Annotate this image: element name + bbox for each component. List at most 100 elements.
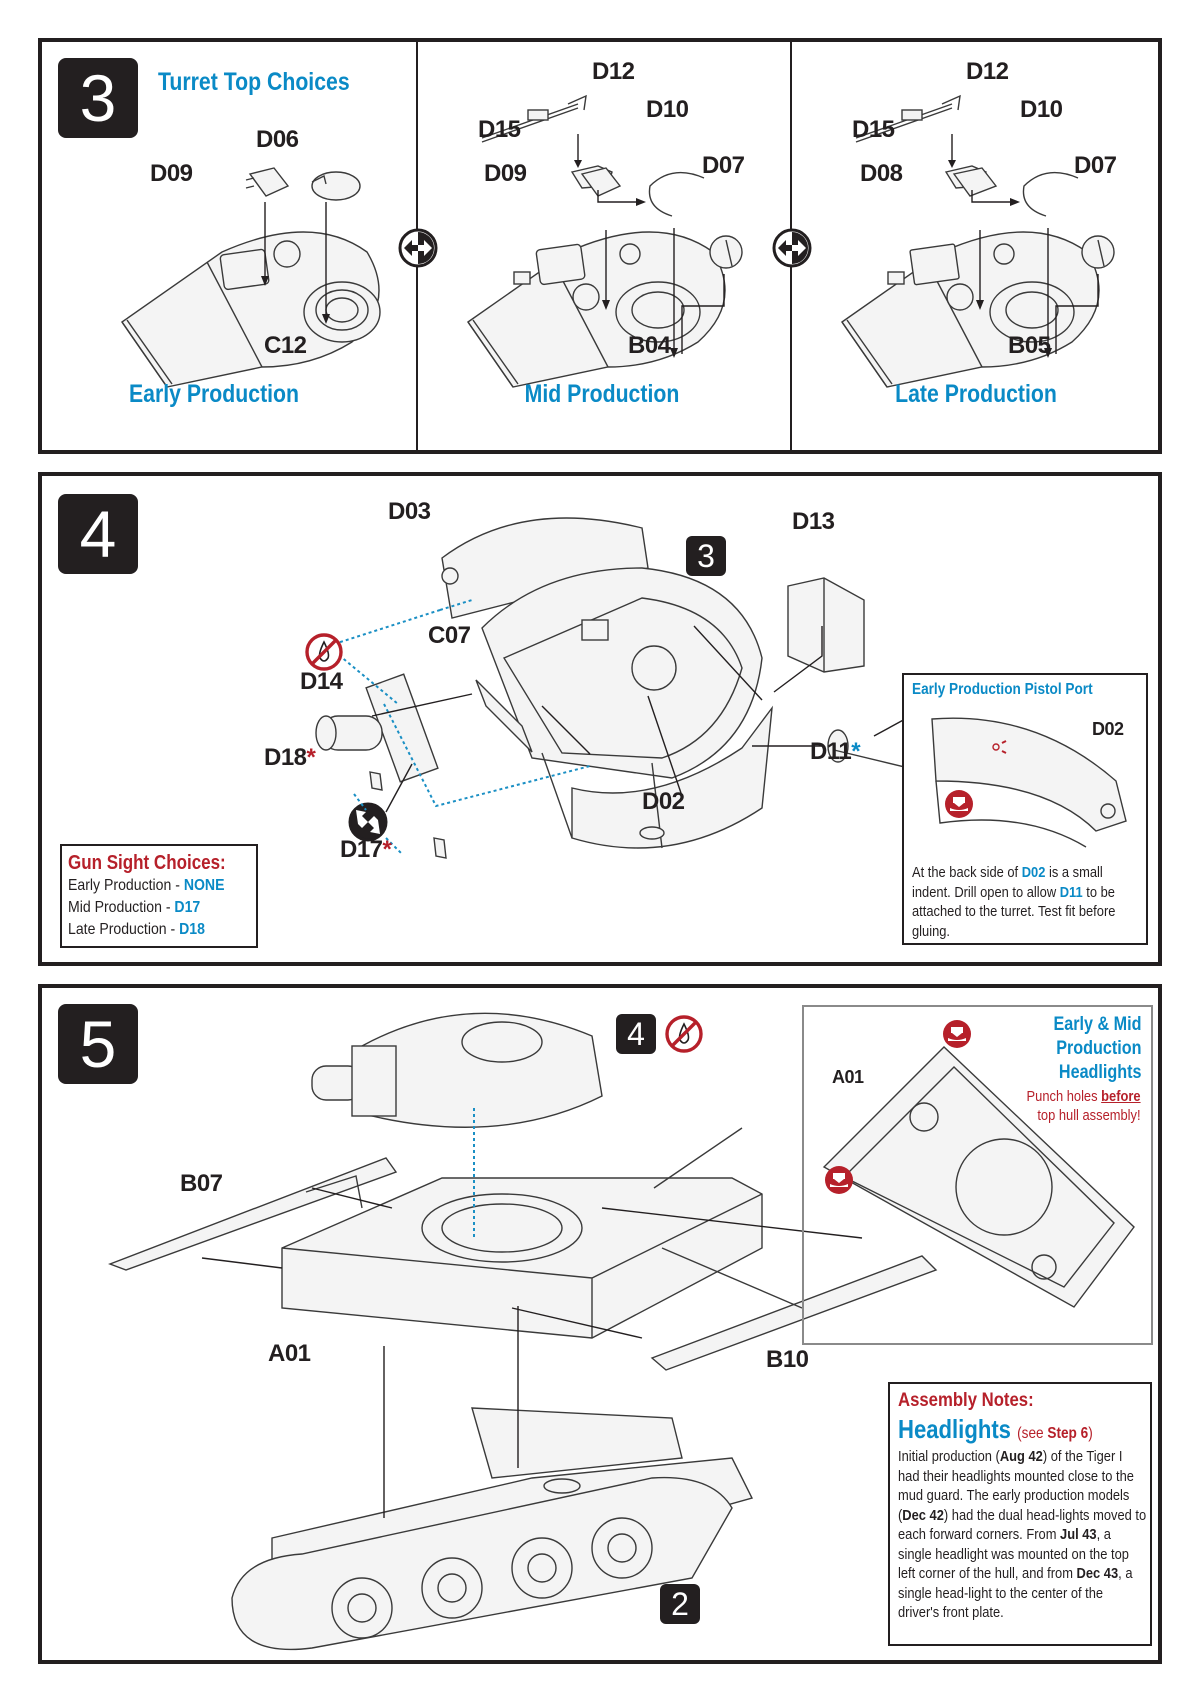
part-label-d03: D03	[388, 498, 431, 525]
step-reference-number: 2	[671, 1585, 689, 1622]
part-b07-drawing	[108, 1157, 398, 1271]
part-d14-mantlet-drawing	[315, 673, 439, 783]
step-number: 4	[79, 497, 117, 571]
headlights-inset-title: Early & Mid Production Headlights	[1053, 1013, 1141, 1085]
title-line: Early & Mid	[1053, 1014, 1141, 1035]
date-emph: Dec 43	[1076, 1565, 1119, 1582]
step-number-badge: 5	[58, 1004, 138, 1084]
step-reference-badge: 2	[660, 1584, 700, 1624]
part-label-d12: D12	[966, 58, 1009, 85]
option-subtitle-late: Late Production	[895, 380, 1057, 408]
text-run: )	[1088, 1425, 1093, 1442]
either-or-icon	[348, 802, 388, 842]
part-label-d09: D09	[484, 160, 527, 187]
see-step-ref: (see Step 6)	[1017, 1425, 1093, 1442]
part-label-d10: D10	[646, 96, 689, 123]
part-label-b05: B05	[1008, 332, 1051, 359]
part-label-d02: D02	[642, 788, 685, 815]
part-d07-drawing	[1081, 235, 1115, 269]
line-label: Mid Production -	[68, 899, 175, 916]
part-code: D11	[810, 738, 852, 765]
top-hull-drawing	[281, 1177, 763, 1339]
part-code: D17	[340, 836, 383, 863]
text-run: , a single headlight was mounted on the …	[898, 1526, 1129, 1582]
part-label-c12: C12	[264, 332, 307, 359]
turret-assembly-drawing	[441, 517, 773, 849]
turret-top-c12-drawing	[121, 231, 381, 388]
line-value: D17	[174, 899, 201, 916]
part-d13-drawing	[787, 577, 865, 673]
part-d12-mg-drawing	[481, 94, 587, 143]
assembly-notes-box: Assembly Notes: Headlights (see Step 6) …	[888, 1382, 1152, 1646]
a01-underside-drawing	[822, 1046, 1135, 1308]
part-label-d06: D06	[256, 126, 299, 153]
step-reference-number: 4	[627, 1015, 645, 1052]
assembly-arrows	[261, 202, 330, 324]
step-4-panel: 4 3	[38, 472, 1162, 966]
heading-text: Headlights	[898, 1414, 1011, 1444]
part-b10-drawing	[650, 1255, 938, 1371]
step-number: 3	[79, 61, 117, 135]
part-label-d18: D18*	[264, 744, 316, 772]
part-label-d08: D08	[860, 160, 903, 187]
part-c07-drawing	[475, 679, 533, 753]
part-d09-drawing	[580, 167, 622, 197]
text-run: to be attached to the turret. Test fit b…	[912, 883, 1116, 940]
part-label-b10: B10	[766, 1346, 809, 1373]
emphasis: before	[1101, 1088, 1141, 1105]
drill-icon	[943, 1020, 971, 1048]
assembly-arrows	[948, 134, 1099, 358]
part-ref: D02	[1021, 864, 1046, 881]
part-d06-drawing	[311, 171, 361, 201]
part-code: D18	[264, 744, 307, 771]
part-label-d15: D15	[478, 116, 521, 143]
notes-body: Initial production (Aug 42) of the Tiger…	[898, 1447, 1147, 1623]
part-label-a01: A01	[268, 1340, 311, 1367]
line-label: Late Production -	[68, 921, 180, 938]
line-label: Early Production -	[68, 877, 184, 894]
part-label-d15: D15	[852, 116, 895, 143]
step-3-panel: 3 Turret Top Choices	[38, 38, 1162, 454]
part-ref: D11	[1059, 883, 1083, 901]
part-d02-detail-drawing	[931, 717, 1127, 848]
part-d18-drawing	[369, 771, 383, 791]
part-label-d09: D09	[150, 160, 193, 187]
notes-heading: Headlights (see Step 6)	[898, 1414, 1105, 1445]
assembly-arrows	[574, 134, 725, 358]
part-d10-drawing	[648, 171, 705, 217]
step-number: 5	[79, 1007, 117, 1081]
asterisk-mark: *	[851, 738, 861, 765]
part-d17-drawing	[433, 837, 447, 859]
text-run: Initial production (	[898, 1448, 1000, 1465]
part-label-d17: D17*	[340, 836, 392, 864]
part-d09-drawing	[245, 167, 290, 197]
text-run: (see	[1017, 1425, 1048, 1442]
date-emph: Aug 42	[999, 1448, 1043, 1465]
title-line: Headlights	[1058, 1062, 1141, 1083]
text-run: is a small indent. Drill open to allow	[912, 864, 1103, 901]
part-d10-drawing	[1022, 171, 1079, 217]
drill-icon	[945, 790, 973, 818]
step-reference-number: 3	[697, 537, 715, 574]
headlights-warning: Punch holes before top hull assembly!	[1027, 1087, 1141, 1125]
turret-drawing	[311, 1012, 603, 1128]
title-line: Production	[1055, 1038, 1141, 1059]
part-label-d12: D12	[592, 58, 635, 85]
part-label-d07: D07	[702, 152, 745, 179]
gun-sight-choices-box: Gun Sight Choices: Early Production - NO…	[60, 844, 258, 948]
part-label-d07: D07	[1074, 152, 1117, 179]
part-label-d13: D13	[792, 508, 835, 535]
pistol-port-inset: Early Production Pistol Port D02 At the …	[902, 673, 1148, 945]
drill-icon	[825, 1166, 853, 1194]
part-label-d14: D14	[300, 668, 343, 695]
part-label-d11: D11*	[810, 738, 861, 766]
part-d11-drawing	[827, 729, 849, 763]
text-run: Punch holes	[1026, 1088, 1102, 1105]
text-run: At the back side of	[912, 864, 1022, 881]
text-run: ) of the Tiger I had their headlights mo…	[898, 1448, 1134, 1524]
either-or-icon	[398, 228, 438, 268]
part-label-c07: C07	[428, 622, 471, 649]
assembly-arrows	[201, 1108, 863, 1518]
part-label-b04: B04	[628, 332, 671, 359]
either-or-icon	[772, 228, 812, 268]
